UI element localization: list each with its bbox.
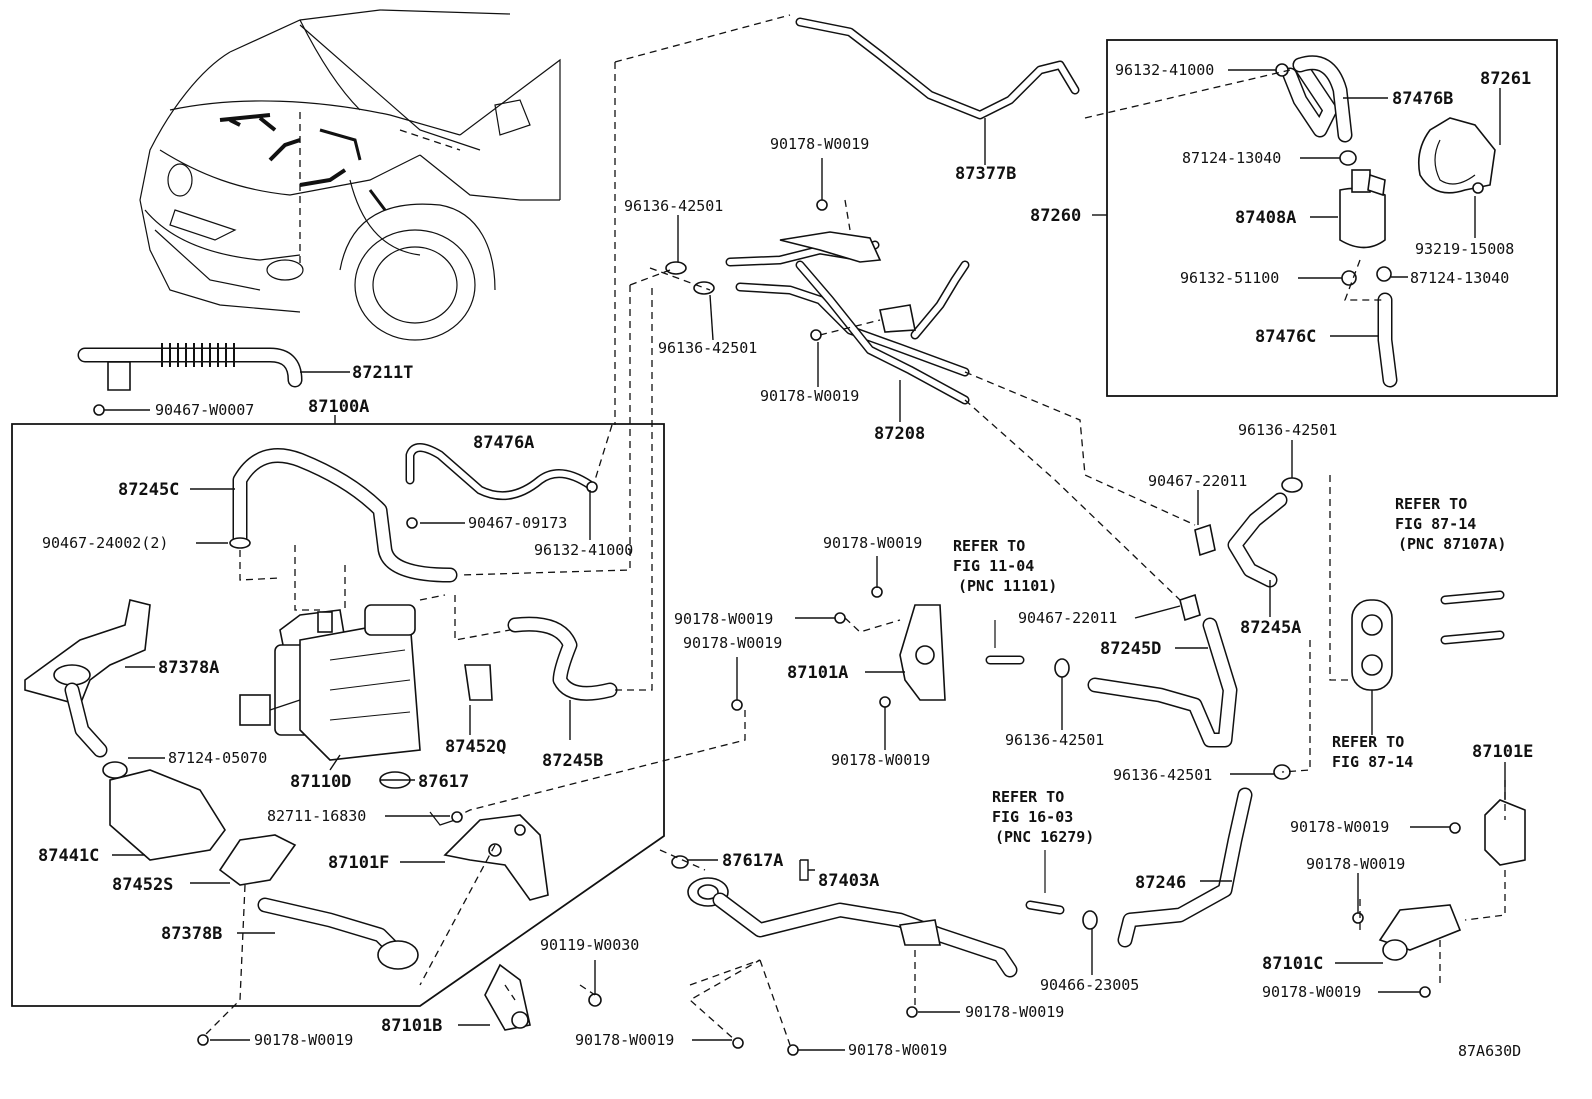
label-96132-41000-a: 96132-41000 xyxy=(534,541,633,559)
label-87124-13040-a: 87124-13040 xyxy=(1182,149,1281,167)
label-90178-W0019-right-1: 90178-W0019 xyxy=(1290,818,1389,836)
label-96136-42501-right-1: 96136-42501 xyxy=(1238,421,1337,439)
label-90178-W0019-top-1: 90178-W0019 xyxy=(770,135,869,153)
part-labels: 87211T 90467-W0007 87100A 87245C 90467-2… xyxy=(38,61,1533,1059)
label-87124-13040-b: 87124-13040 xyxy=(1410,269,1509,287)
ref-note-16-03-line3: (PNC 16279) xyxy=(995,828,1094,846)
ref-note-11-04-line3: (PNC 11101) xyxy=(958,577,1057,595)
leader-lines xyxy=(104,69,1506,1051)
label-90467-W0007: 90467-W0007 xyxy=(155,401,254,419)
label-87246: 87246 xyxy=(1135,873,1186,893)
label-87452S: 87452S xyxy=(112,875,173,895)
figure-code: 87A630D xyxy=(1458,1042,1521,1060)
assembly-frames xyxy=(11,39,1558,1007)
label-96132-51100: 96132-51100 xyxy=(1180,269,1279,287)
label-90178-W0019-right-2: 90178-W0019 xyxy=(1306,855,1405,873)
ref-note-87-14a-line3: (PNC 87107A) xyxy=(1398,535,1506,553)
label-87100A: 87100A xyxy=(308,397,369,417)
label-87476C: 87476C xyxy=(1255,327,1316,347)
label-90467-09173: 90467-09173 xyxy=(468,514,567,532)
ref-note-87-14b-line2: FIG 87-14 xyxy=(1332,753,1413,771)
ref-note-87-14a-line2: FIG 87-14 xyxy=(1395,515,1476,533)
reference-notes: REFER TO FIG 11-04 (PNC 11101) REFER TO … xyxy=(953,495,1506,846)
label-90178-W0019-mid-2: 90178-W0019 xyxy=(674,610,773,628)
label-90178-W0019-bottom-center: 90178-W0019 xyxy=(575,1031,674,1049)
label-87408A: 87408A xyxy=(1235,208,1296,228)
label-90467-22011-b: 90467-22011 xyxy=(1018,609,1117,627)
label-90467-22011-a: 90467-22011 xyxy=(1148,472,1247,490)
label-90178-W0019-bottom-3: 90178-W0019 xyxy=(965,1003,1064,1021)
connection-lines xyxy=(204,14,1506,1046)
parts-artwork xyxy=(24,17,1526,1056)
label-90178-W0019-mid-1: 90178-W0019 xyxy=(823,534,922,552)
label-87101E: 87101E xyxy=(1472,742,1533,762)
label-87378B: 87378B xyxy=(161,924,222,944)
label-87245A: 87245A xyxy=(1240,618,1301,638)
label-96136-42501-right-2: 96136-42501 xyxy=(1113,766,1212,784)
label-87378A: 87378A xyxy=(158,658,219,678)
label-90466-23005: 90466-23005 xyxy=(1040,976,1139,994)
label-90178-W0019-mid-4: 90178-W0019 xyxy=(831,751,930,769)
label-87101F: 87101F xyxy=(328,853,389,873)
label-90178-W0019-bottom-center-2: 90178-W0019 xyxy=(848,1041,947,1059)
label-87476A: 87476A xyxy=(473,433,534,453)
label-87124-05070: 87124-05070 xyxy=(168,749,267,767)
label-96136-42501-top-1: 96136-42501 xyxy=(624,197,723,215)
ref-note-87-14a-line1: REFER TO xyxy=(1395,495,1467,513)
label-87245C: 87245C xyxy=(118,480,179,500)
label-87452Q: 87452Q xyxy=(445,737,506,757)
ref-note-16-03-line1: REFER TO xyxy=(992,788,1064,806)
ref-note-11-04-line1: REFER TO xyxy=(953,537,1025,555)
label-90119-W0030: 90119-W0030 xyxy=(540,936,639,954)
label-87403A: 87403A xyxy=(818,871,879,891)
label-87245B: 87245B xyxy=(542,751,603,771)
label-96136-42501-top-2: 96136-42501 xyxy=(658,339,757,357)
label-96132-41000-b: 96132-41000 xyxy=(1115,61,1214,79)
label-90178-W0019-top-2: 90178-W0019 xyxy=(760,387,859,405)
ref-note-16-03-line2: FIG 16-03 xyxy=(992,808,1073,826)
label-87377B: 87377B xyxy=(955,164,1016,184)
label-87245D: 87245D xyxy=(1100,639,1161,659)
label-87101A: 87101A xyxy=(787,663,848,683)
label-87617A: 87617A xyxy=(722,851,783,871)
vehicle-illustration xyxy=(139,9,561,341)
label-87476B: 87476B xyxy=(1392,89,1453,109)
label-82711-16830: 82711-16830 xyxy=(267,807,366,825)
label-87101C: 87101C xyxy=(1262,954,1323,974)
ref-note-87-14b-line1: REFER TO xyxy=(1332,733,1404,751)
label-87208: 87208 xyxy=(874,424,925,444)
label-87260: 87260 xyxy=(1030,206,1081,226)
label-87110D: 87110D xyxy=(290,772,351,792)
label-90467-24002: 90467-24002(2) xyxy=(42,534,168,552)
label-90178-W0019-mid-3: 90178-W0019 xyxy=(683,634,782,652)
ref-note-11-04-line2: FIG 11-04 xyxy=(953,557,1034,575)
label-87261: 87261 xyxy=(1480,69,1531,89)
label-96136-42501-mid: 96136-42501 xyxy=(1005,731,1104,749)
label-87101B: 87101B xyxy=(381,1016,442,1036)
label-93219-15008: 93219-15008 xyxy=(1415,240,1514,258)
label-87211T: 87211T xyxy=(352,363,413,383)
label-90178-W0019-bottom-left: 90178-W0019 xyxy=(254,1031,353,1049)
label-90178-W0019-right-3: 90178-W0019 xyxy=(1262,983,1361,1001)
label-87441C: 87441C xyxy=(38,846,99,866)
label-87617: 87617 xyxy=(418,772,469,792)
